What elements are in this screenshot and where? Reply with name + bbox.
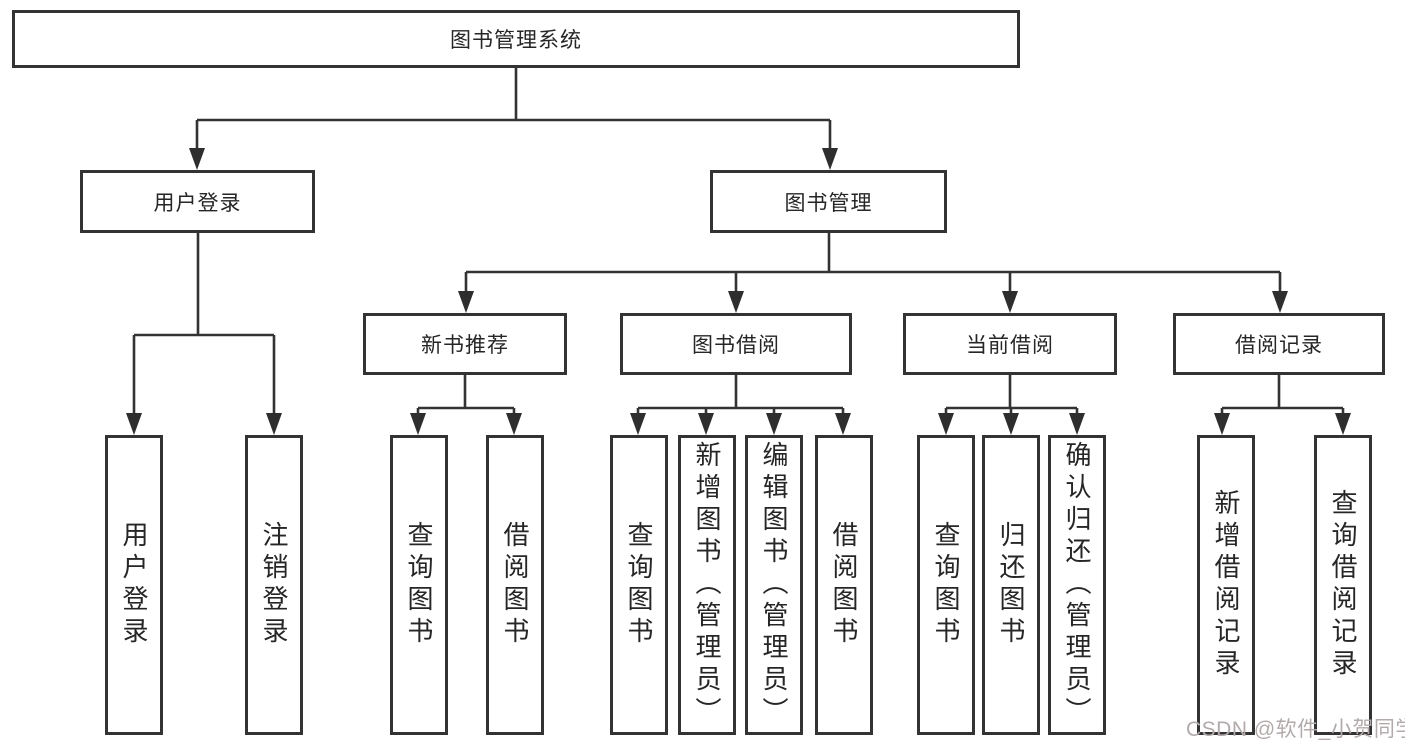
node-label: 查询图书	[624, 521, 654, 649]
node-label: 新增图书（管理员）	[692, 441, 722, 729]
node-book-borrowing: 图书借阅	[620, 313, 852, 375]
node-label: 查询借阅记录	[1328, 489, 1358, 681]
leaf-borrow-books: 借阅图书	[815, 435, 873, 735]
connector-new-book-recommendation-to-leaves	[410, 375, 522, 435]
leaf-query-books-current: 查询图书	[917, 435, 975, 735]
node-label: 归还图书	[996, 521, 1026, 649]
node-label: 借阅图书	[500, 521, 530, 649]
node-label: 当前借阅	[966, 334, 1054, 357]
node-label: 新增借阅记录	[1211, 489, 1241, 681]
node-label: 借阅记录	[1235, 334, 1323, 357]
node-label: 图书管理系统	[450, 29, 582, 52]
node-library-management-system: 图书管理系统	[12, 10, 1020, 68]
node-label: 图书管理	[784, 191, 873, 215]
node-label: 新书推荐	[421, 334, 509, 357]
node-borrowing-records: 借阅记录	[1173, 313, 1385, 375]
node-book-management: 图书管理	[710, 170, 947, 233]
node-label: 借阅图书	[829, 521, 859, 649]
node-label: 确认归还（管理员）	[1062, 441, 1092, 729]
leaf-edit-book-admin: 编辑图书（管理员）	[745, 435, 803, 735]
node-label: 用户登录	[153, 191, 242, 215]
connector-user-login-to-leaves	[126, 233, 282, 435]
connector-root-to-level2	[189, 68, 838, 170]
node-current-borrowing: 当前借阅	[903, 313, 1117, 375]
leaf-borrow-books-recommend: 借阅图书	[486, 435, 544, 735]
leaf-add-book-admin: 新增图书（管理员）	[678, 435, 736, 735]
leaf-return-books: 归还图书	[982, 435, 1040, 735]
leaf-user-login: 用户登录	[105, 435, 163, 735]
node-label: 编辑图书（管理员）	[759, 441, 789, 729]
node-label: 查询图书	[931, 521, 961, 649]
leaf-query-books-borrow: 查询图书	[610, 435, 668, 735]
leaf-add-borrow-record: 新增借阅记录	[1197, 435, 1255, 735]
node-label: 用户登录	[119, 521, 149, 649]
node-label: 注销登录	[259, 521, 289, 649]
node-user-login: 用户登录	[80, 170, 315, 233]
node-label: 图书借阅	[692, 334, 780, 357]
node-label: 查询图书	[404, 521, 434, 649]
connector-borrowing-records-to-leaves	[1214, 375, 1351, 435]
leaf-logout: 注销登录	[245, 435, 303, 735]
leaf-query-borrow-record: 查询借阅记录	[1314, 435, 1372, 735]
csdn-watermark: CSDN @软件_小贺同学	[1186, 718, 1405, 741]
connector-current-borrowing-to-leaves	[938, 375, 1085, 435]
leaf-confirm-return-admin: 确认归还（管理员）	[1048, 435, 1106, 735]
leaf-query-books-recommend: 查询图书	[390, 435, 448, 735]
node-new-book-recommendation: 新书推荐	[363, 313, 567, 375]
connector-book-management-to-level3	[458, 233, 1288, 313]
connector-book-borrowing-to-leaves	[630, 375, 851, 435]
